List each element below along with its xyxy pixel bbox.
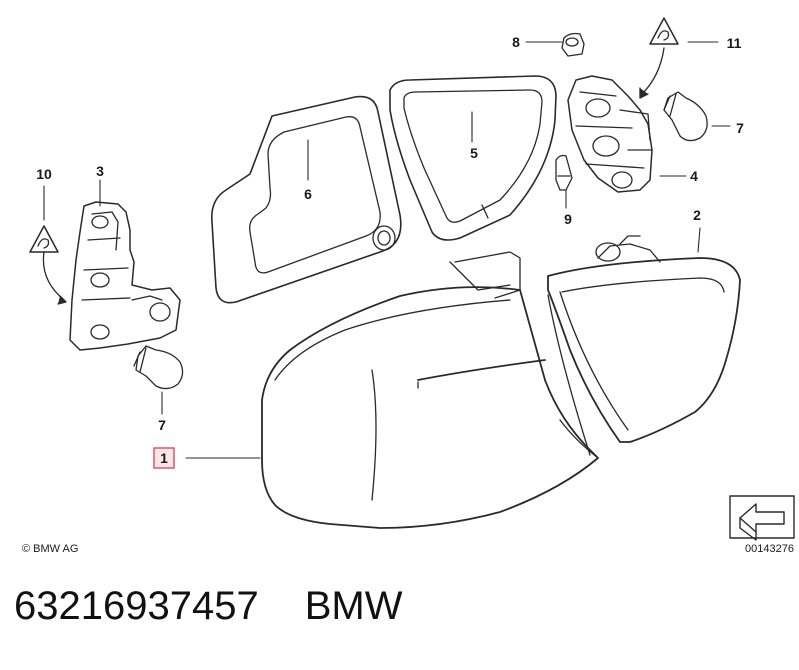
callout-2[interactable]: 2 bbox=[693, 207, 701, 223]
brand-name: BMW bbox=[304, 584, 403, 628]
copyright-text: © BMW AG bbox=[22, 543, 78, 555]
callout-1[interactable]: 1 bbox=[160, 450, 168, 466]
callout-3[interactable]: 3 bbox=[96, 163, 104, 179]
callout-4[interactable]: 4 bbox=[690, 168, 698, 184]
callout-9[interactable]: 9 bbox=[564, 211, 572, 227]
bulb-socket-part-8 bbox=[561, 32, 585, 57]
gasket-part-6 bbox=[210, 95, 402, 304]
warning-icon-part-10 bbox=[29, 225, 67, 305]
document-number: 00143276 bbox=[745, 543, 794, 555]
callout-1-highlight bbox=[153, 447, 175, 469]
part-number: 63216937457 bbox=[14, 584, 259, 628]
warning-icon-part-11 bbox=[639, 17, 679, 99]
bulb-holder-part-3 bbox=[69, 201, 181, 351]
callout-6[interactable]: 6 bbox=[304, 186, 312, 202]
bulb-holder-part-4 bbox=[567, 75, 653, 193]
gasket-part-5 bbox=[389, 75, 557, 241]
bulb-part-7-right bbox=[663, 91, 708, 142]
callout-11[interactable]: 11 bbox=[727, 35, 742, 51]
part-caption: 63216937457 BMW bbox=[14, 584, 402, 629]
tail-light-part-2 bbox=[547, 235, 741, 443]
callout-7-left[interactable]: 7 bbox=[158, 417, 166, 433]
wedge-bulb-part-9 bbox=[555, 154, 573, 191]
bulb-part-7-left bbox=[133, 345, 184, 390]
callout-7-right[interactable]: 7 bbox=[736, 120, 744, 136]
tail-light-part-1 bbox=[261, 251, 599, 529]
callout-5[interactable]: 5 bbox=[470, 145, 478, 161]
callout-8[interactable]: 8 bbox=[512, 34, 520, 50]
leader-lines bbox=[43, 41, 731, 459]
callout-10[interactable]: 10 bbox=[36, 166, 52, 182]
orientation-arrow-icon bbox=[729, 495, 795, 541]
